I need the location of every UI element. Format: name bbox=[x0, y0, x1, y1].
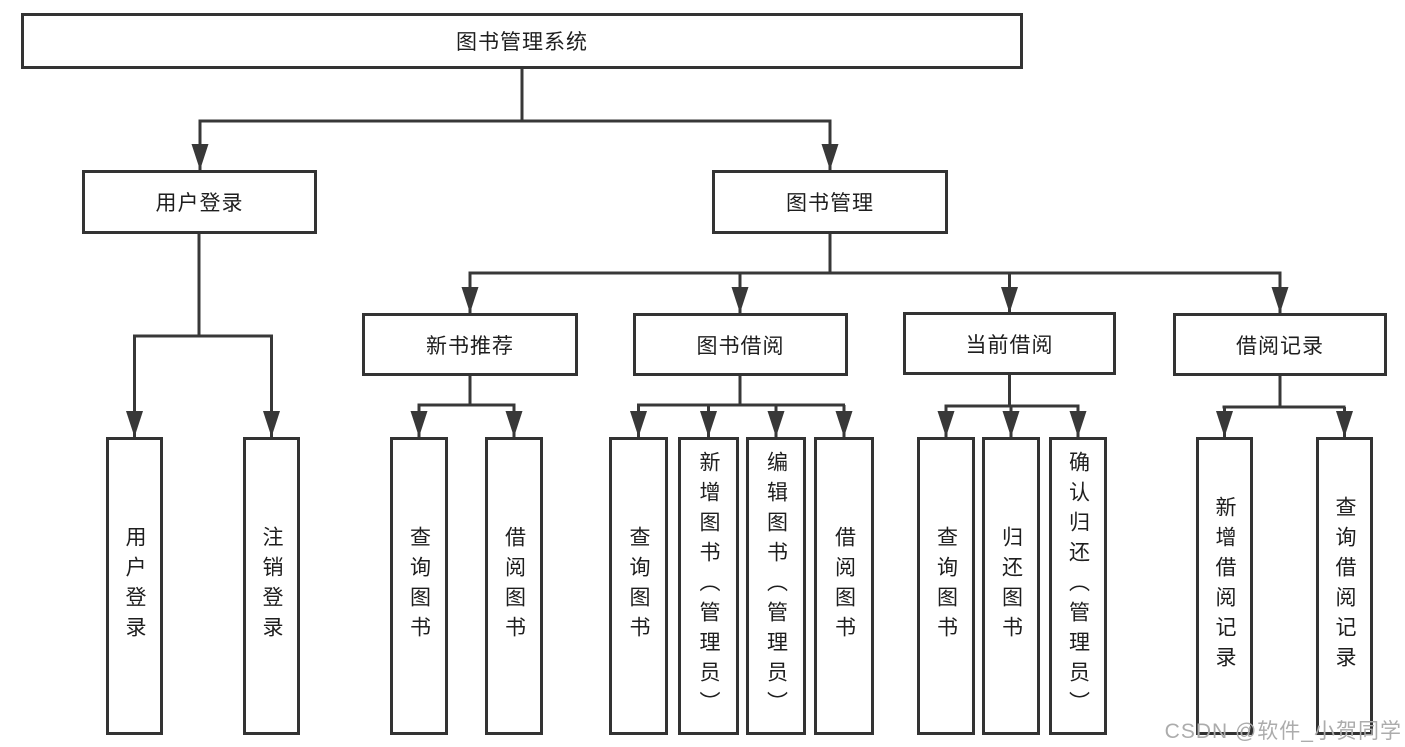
leaf-records-query-record: 查询借阅记录 bbox=[1316, 437, 1373, 735]
leaf-current-confirm-return-admin: 确认归还（管理员） bbox=[1049, 437, 1107, 735]
leaf-recommend-borrow-book: 借阅图书 bbox=[485, 437, 543, 735]
csdn-watermark: CSDN @软件_小贺同学 bbox=[1164, 720, 1402, 743]
leaf-records-add-record: 新增借阅记录 bbox=[1196, 437, 1253, 735]
node-borrowing-records: 借阅记录 bbox=[1173, 313, 1387, 376]
leaf-logout: 注销登录 bbox=[243, 437, 300, 735]
leaf-user-login: 用户登录 bbox=[106, 437, 163, 735]
leaf-borrowing-add-book-admin: 新增图书（管理员） bbox=[678, 437, 739, 735]
node-book-borrowing: 图书借阅 bbox=[633, 313, 848, 376]
connector-group bbox=[126, 69, 1353, 437]
leaf-recommend-query-book: 查询图书 bbox=[390, 437, 448, 735]
leaf-current-return-book: 归还图书 bbox=[982, 437, 1040, 735]
leaf-current-query-book: 查询图书 bbox=[917, 437, 975, 735]
leaf-borrowing-edit-book-admin: 编辑图书（管理员） bbox=[746, 437, 806, 735]
leaf-borrowing-borrow-book: 借阅图书 bbox=[814, 437, 874, 735]
node-user-login: 用户登录 bbox=[82, 170, 317, 234]
node-new-book-recommend: 新书推荐 bbox=[362, 313, 578, 376]
node-book-management: 图书管理 bbox=[712, 170, 948, 234]
leaf-borrowing-query-book: 查询图书 bbox=[609, 437, 668, 735]
node-current-borrowing: 当前借阅 bbox=[903, 312, 1116, 375]
node-library-system: 图书管理系统 bbox=[21, 13, 1023, 69]
